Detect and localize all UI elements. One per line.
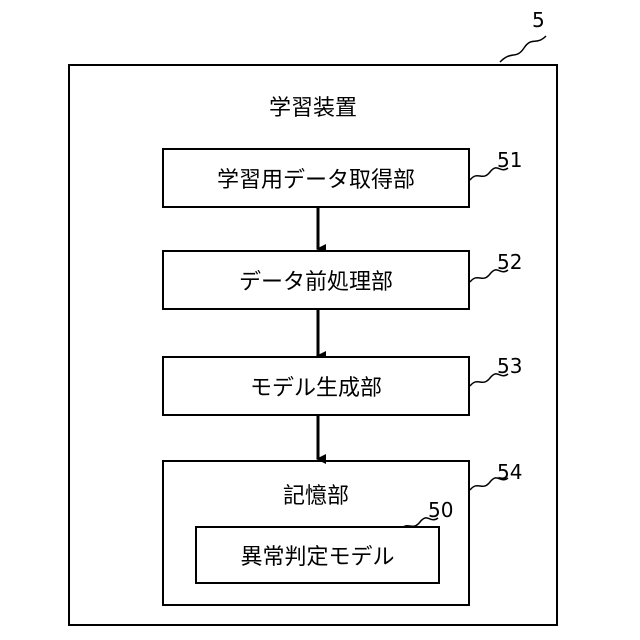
ref-label-51: 51 xyxy=(497,148,522,172)
block-label: 異常判定モデル xyxy=(240,539,394,571)
storage-title: 記憶部 xyxy=(162,478,470,510)
block-label: データ前処理部 xyxy=(239,264,393,296)
block-data-preprocessing: データ前処理部 xyxy=(162,250,470,310)
device-title: 学習装置 xyxy=(68,90,558,122)
ref-label-52: 52 xyxy=(497,250,522,274)
block-training-data-acquisition: 学習用データ取得部 xyxy=(162,148,470,208)
ref-label-54: 54 xyxy=(497,460,522,484)
block-model-generation: モデル生成部 xyxy=(162,356,470,416)
block-label: モデル生成部 xyxy=(250,370,382,402)
ref-label-device: 5 xyxy=(532,8,545,32)
block-anomaly-model: 異常判定モデル xyxy=(195,526,440,584)
leader-5 xyxy=(500,36,546,62)
block-label: 学習用データ取得部 xyxy=(217,162,415,194)
ref-label-53: 53 xyxy=(497,354,522,378)
